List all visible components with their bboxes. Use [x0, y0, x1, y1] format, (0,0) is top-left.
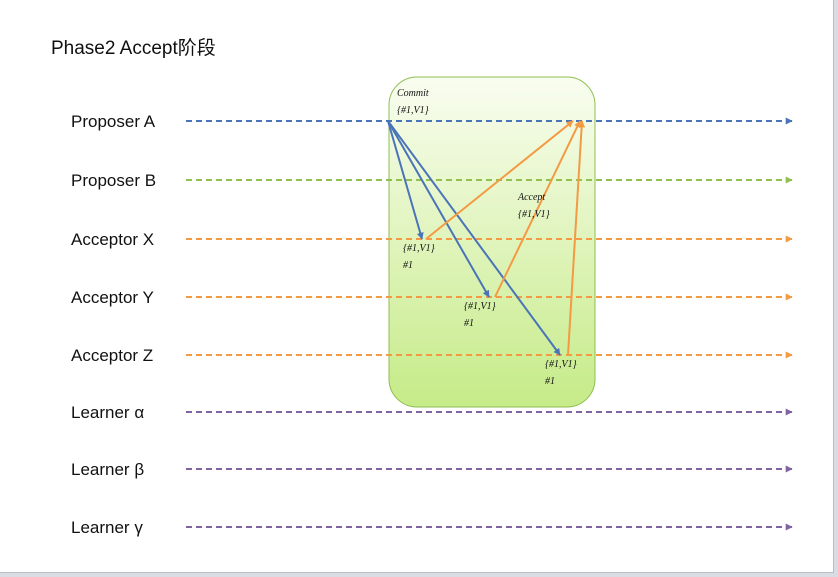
acceptor-z-id: #1: [545, 376, 555, 387]
lane-label-proposer-b: Proposer B: [71, 171, 156, 190]
acceptor-y-value: {#1,V1}: [464, 301, 496, 312]
commit-label: Commit: [397, 88, 429, 99]
lane-label-acceptor-y: Acceptor Y: [71, 288, 154, 307]
lane-label-learner: Learner β: [71, 460, 144, 479]
accept-value: {#1,V1}: [518, 209, 550, 220]
lane-label-proposer-a: Proposer A: [71, 112, 156, 131]
lane-label-acceptor-z: Acceptor Z: [71, 346, 153, 365]
commit-arrow-acceptor-z: [387, 120, 561, 356]
commit-arrow-acceptor-x: [387, 120, 424, 240]
lane-label-learner: Learner γ: [71, 518, 143, 537]
lane-label-acceptor-x: Acceptor X: [71, 230, 154, 249]
commit-value: {#1,V1}: [397, 105, 429, 116]
acceptor-z-value: {#1,V1}: [545, 359, 577, 370]
acceptor-x-id: #1: [403, 260, 413, 271]
acceptor-note-y: {#1,V1} #1: [464, 301, 496, 329]
acceptor-note-x: {#1,V1} #1: [403, 243, 435, 271]
messages: [387, 120, 586, 356]
page-title: Phase2 Accept阶段: [51, 37, 216, 59]
phase-highlight-box: [388, 76, 596, 408]
acceptor-note-z: {#1,V1} #1: [545, 359, 577, 387]
commit-note: Commit {#1,V1}: [397, 88, 429, 116]
acceptor-y-id: #1: [464, 318, 474, 329]
accept-note: Accept {#1,V1}: [517, 192, 550, 220]
accept-arrow-acceptor-x: [425, 120, 574, 240]
commit-arrow-acceptor-y: [387, 120, 490, 298]
accept-label: Accept: [517, 192, 545, 203]
accept-arrow-acceptor-y: [494, 120, 581, 298]
accept-arrow-acceptor-z: [567, 120, 586, 356]
lane-label-learner: Learner α: [71, 403, 144, 422]
acceptor-x-value: {#1,V1}: [403, 243, 435, 254]
